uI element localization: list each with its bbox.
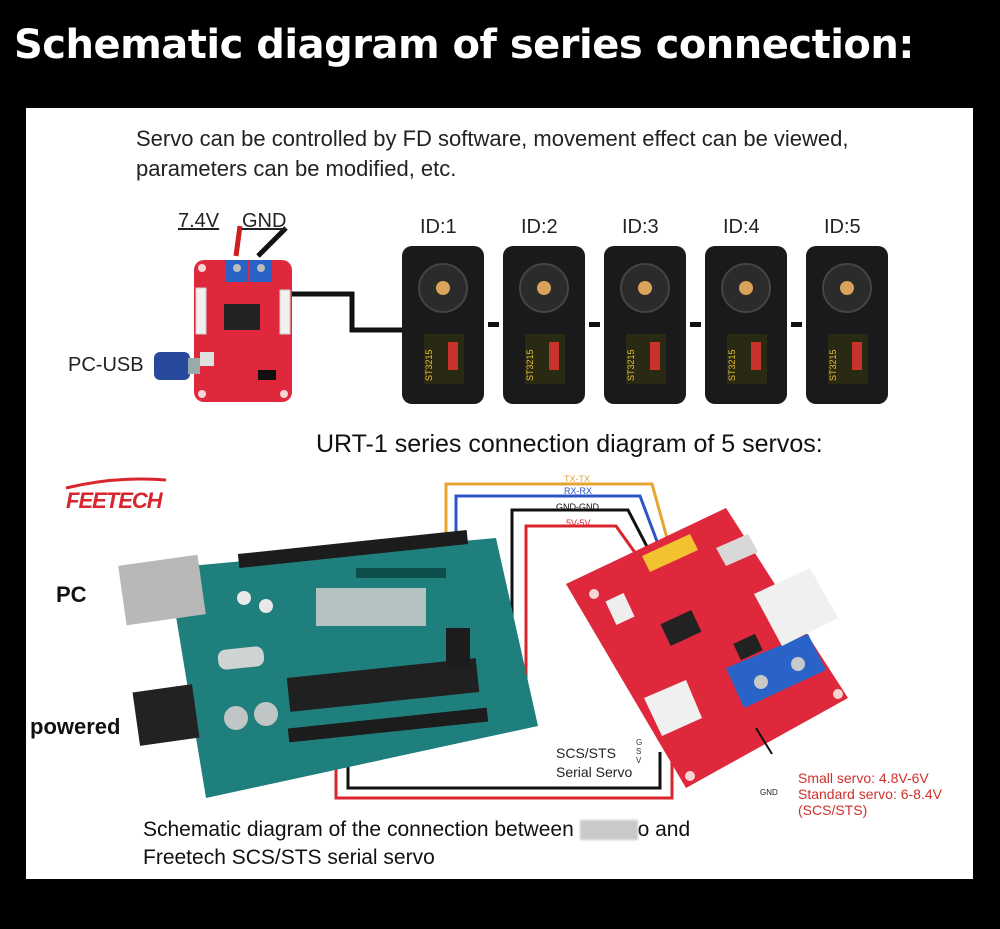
servo-id-label: ID:2 [521,216,558,238]
wire-label-rx: RX-RX [564,486,593,496]
power-note: Small servo: 4.8V-6V Standard servo: 6-8… [798,770,942,818]
pin-label-v: V [636,756,642,765]
servo-tag [549,342,559,370]
pc-label: PC [56,582,87,607]
servo-model-text: ST3215 [626,349,636,381]
servo-pin-labels: G S V [636,738,642,765]
power-black-wire [256,226,288,258]
bottom-caption-post: o and [637,818,691,841]
powered-label: powered [30,714,121,739]
servo-link-cable [791,322,802,327]
intro-text: Servo can be controlled by FD software, … [136,124,849,184]
gnd-small-label: GND [760,788,778,797]
bottom-caption-pre: Schematic diagram of the connection betw… [143,818,574,841]
servo-link-cable [589,322,600,327]
series-diagram-graphics: ST3215 ST3215 ST3215 ST3215 ST3215 [65,225,888,800]
servo-id-label: ID:5 [824,216,861,238]
pin-label-g: G [636,738,643,747]
pc-usb-label: PC-USB [68,354,144,376]
servo-model-text: ST3215 [828,349,838,381]
usb-plug [154,352,200,380]
serial-servo-label: SCS/STS Serial Servo [556,744,632,782]
servo-id-label: ID:3 [622,216,659,238]
page-heading: Schematic diagram of series connection: [14,22,914,68]
wire-label-tx: TX-TX [564,474,590,484]
servo-id-label: ID:4 [723,216,760,238]
servo-model-text: ST3215 [525,349,535,381]
power-note-line-3: (SCS/STS) [798,802,868,818]
wire-label-gnd: GND-GND [556,502,599,512]
intro-line-2: parameters can be modified, etc. [136,156,457,181]
servo-2: ST3215 [503,246,600,404]
servo-hub [436,281,450,295]
servo-id-label: ID:1 [420,216,457,238]
servo-driver-board [566,508,848,788]
arduino-board [118,530,538,798]
diagram-panel: Servo can be controlled by FD software, … [26,108,973,879]
power-voltage-label: 7.4V [178,210,220,232]
servo-3: ST3215 [604,246,701,404]
power-gnd-label: GND [242,210,287,232]
bottom-caption-line-1: Schematic diagram of the connection betw… [143,816,690,844]
servo-hub [739,281,753,295]
servo-link-cable [488,322,499,327]
power-red-wire [233,225,243,257]
serial-servo-line-1: SCS/STS [556,745,616,761]
serial-servo-line-2: Serial Servo [556,764,633,780]
servo-tag [852,342,862,370]
redacted-mark [579,820,638,841]
feetech-logo: FEETECH [66,488,163,513]
servo-model-text: ST3215 [727,349,737,381]
servo-tag [751,342,761,370]
servo-chain-cable [292,291,408,333]
servo-row: ST3215 ST3215 ST3215 ST3215 ST3215 [402,246,888,404]
power-note-line-2: Standard servo: 6-8.4V [798,786,942,802]
servo-5: ST3215 [806,246,888,404]
power-note-line-1: Small servo: 4.8V-6V [798,770,929,786]
pin-label-s: S [636,747,642,756]
urt1-board [194,260,292,402]
servo-tag [448,342,458,370]
logo-swoosh [65,477,167,490]
gnd-pointer-line [755,727,773,755]
servo-link-cable [690,322,701,327]
servo-hub [638,281,652,295]
bottom-caption-line-2: Freetech SCS/STS serial servo [143,846,435,869]
servo-tag [650,342,660,370]
intro-line-1: Servo can be controlled by FD software, … [136,126,849,151]
servo-model-text: ST3215 [424,349,434,381]
servo-hub [840,281,854,295]
wire-label-5v: 5V-5V [566,518,591,528]
servo-1: ST3215 [402,246,499,404]
servo-4: ST3215 [705,246,802,404]
bottom-caption: Schematic diagram of the connection betw… [143,816,690,872]
urt-caption: URT-1 series connection diagram of 5 ser… [316,430,823,458]
servo-hub [537,281,551,295]
